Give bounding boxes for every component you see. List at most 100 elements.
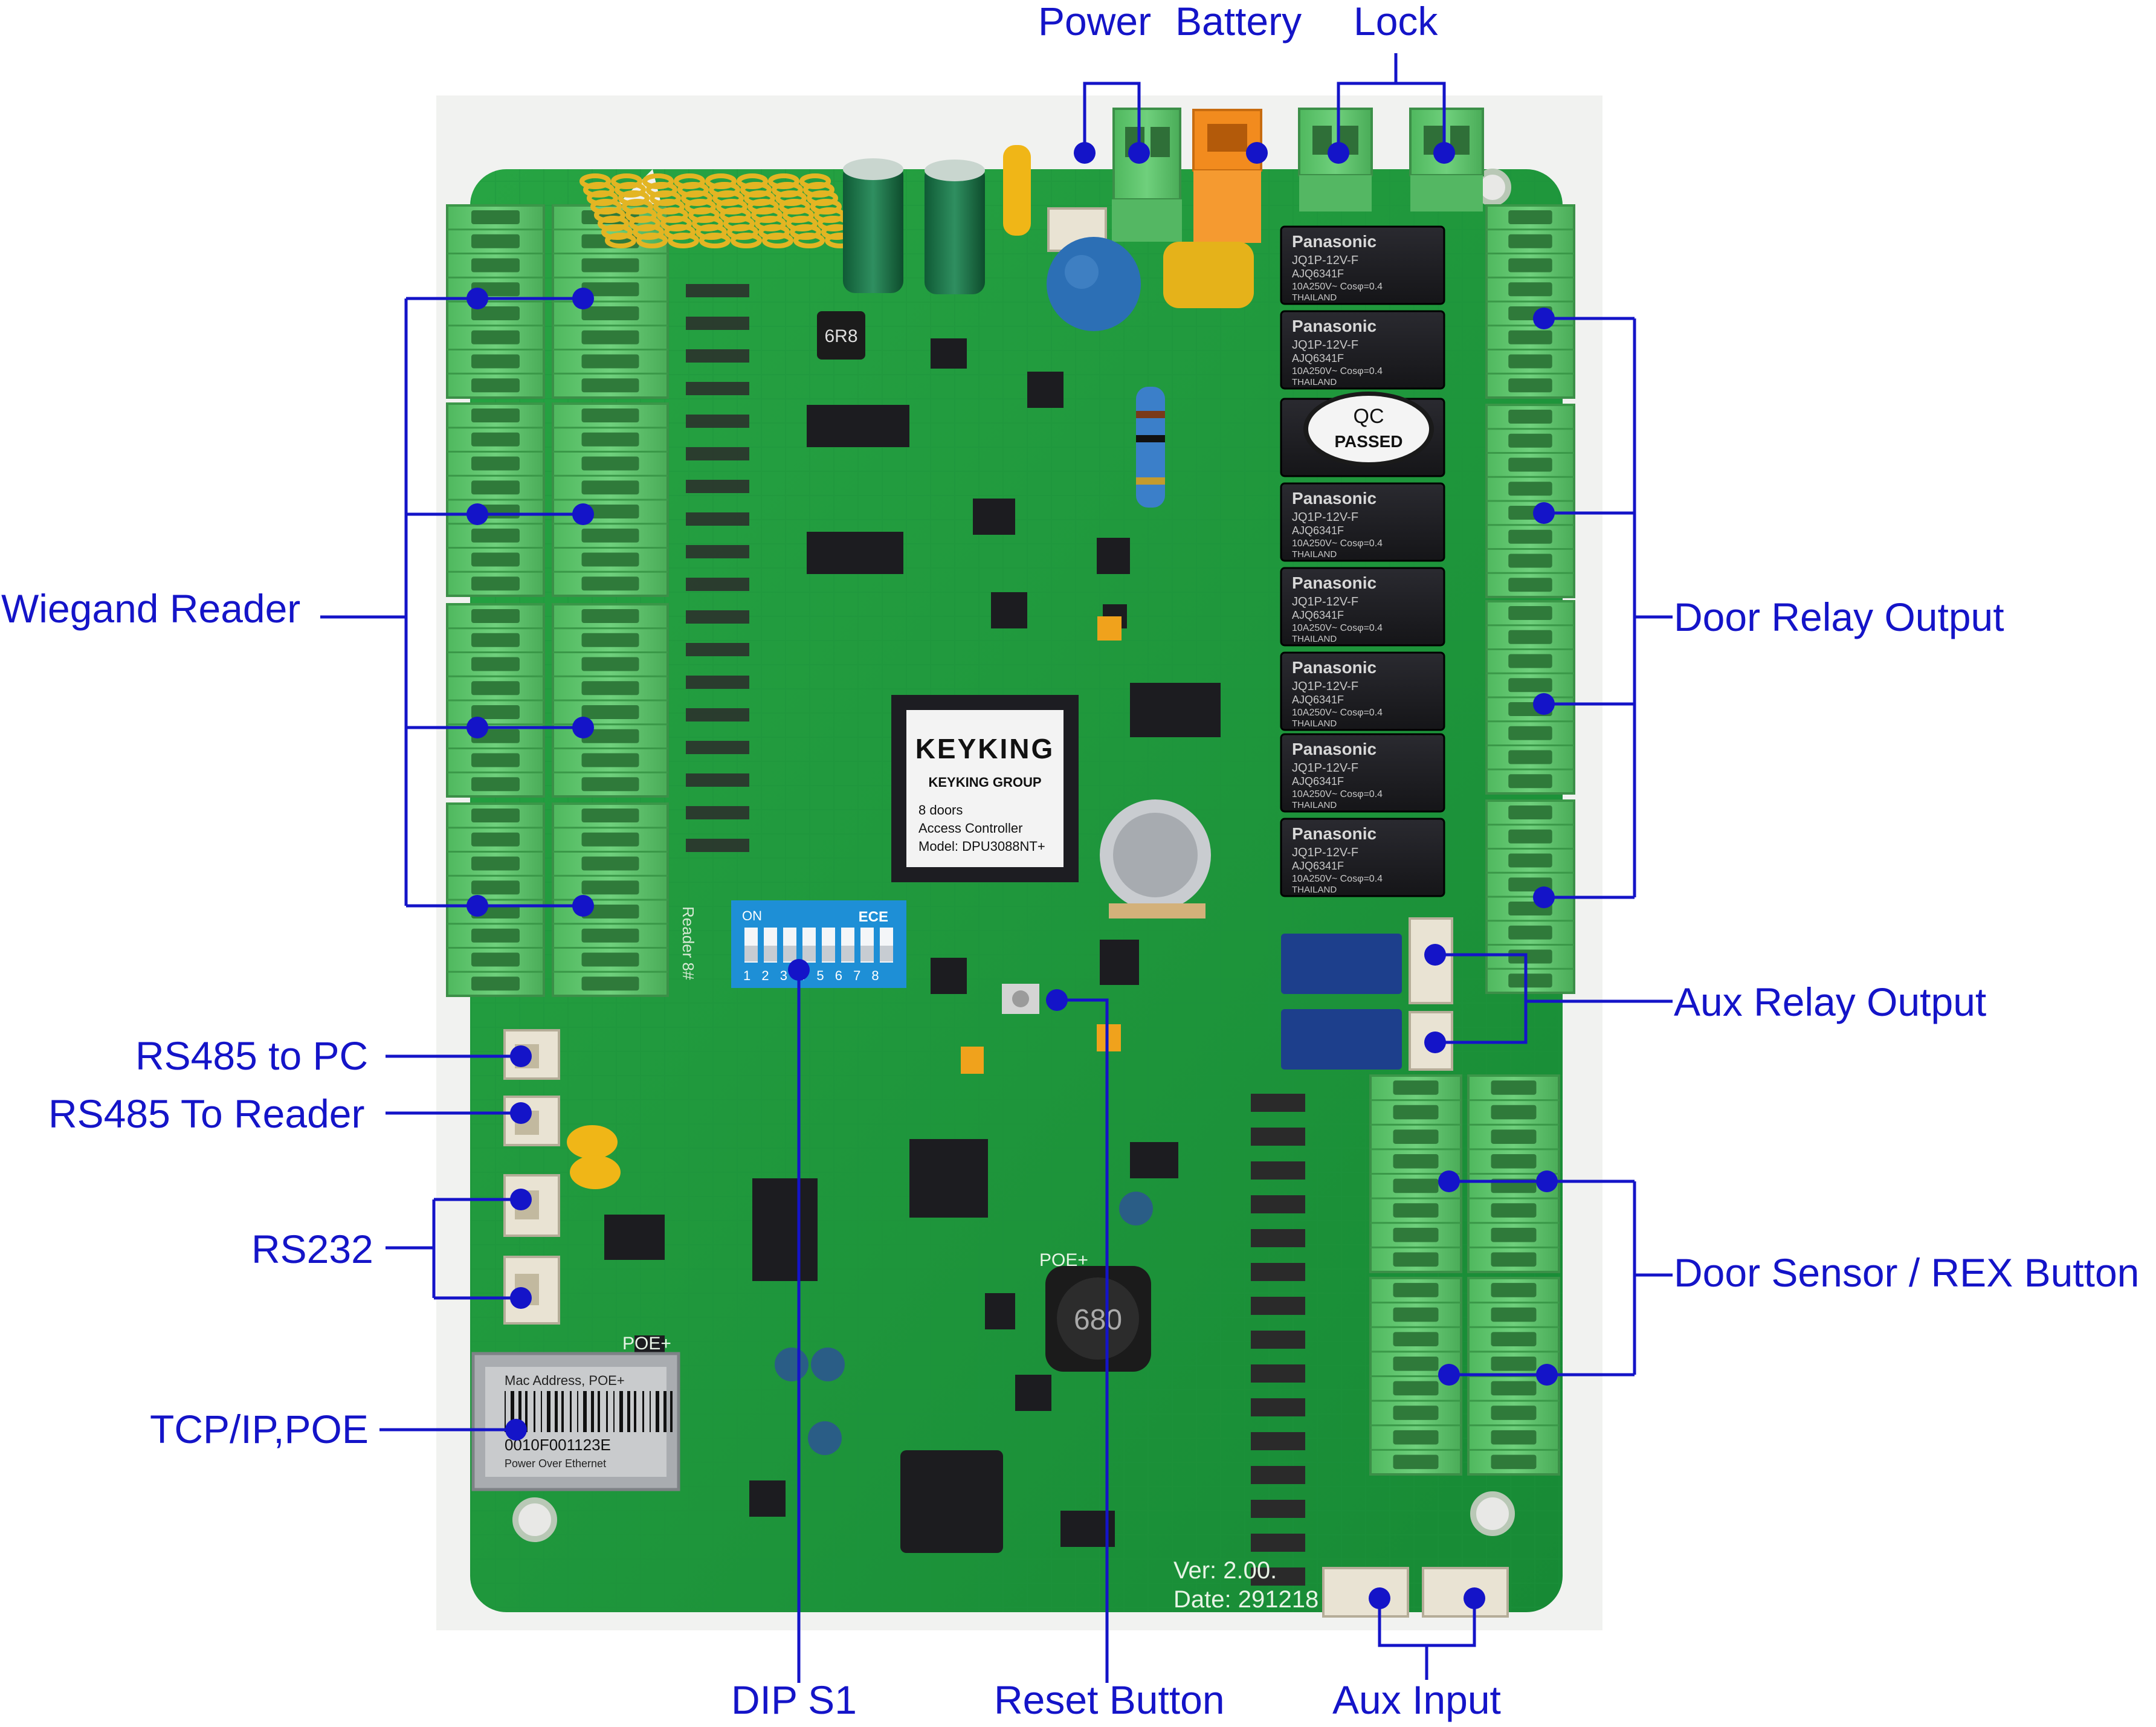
relay-part: JQ1P-12V-F [1292, 511, 1358, 524]
relay-terminal-1 [1485, 204, 1575, 399]
label-aux-input: Aux Input [1332, 1677, 1501, 1722]
relay-spec: 10A250V~ Cosφ=0.4 [1292, 623, 1383, 633]
relay-part2: AJQ6341F [1292, 860, 1344, 872]
relay-part2: AJQ6341F [1292, 775, 1344, 787]
dip-switch: ON ECE 1 2 3 4 5 6 7 8 [731, 900, 906, 988]
callout-dot [572, 717, 594, 738]
lock-connector-1 [1298, 108, 1373, 211]
callout-dot [1246, 142, 1268, 164]
main-mcu-chip: KEYKING KEYKING GROUP 8 doors Access Con… [891, 695, 1079, 882]
poe-transformer [900, 1450, 1003, 1553]
resistor-array-7 [686, 480, 749, 493]
resistor-array-9 [686, 545, 749, 558]
ic-8 [1130, 683, 1221, 737]
relay-origin: THAILAND [1292, 292, 1337, 303]
wiegand-terminal-left-1 [446, 204, 545, 399]
power-connector [1112, 108, 1182, 242]
aux-input-connector-1 [1322, 1567, 1409, 1618]
dip-slot-2 [764, 928, 777, 963]
relay-origin: THAILAND [1292, 377, 1337, 387]
poe-mark: POE+ [622, 1334, 671, 1354]
ic-11 [931, 958, 967, 994]
diode-7 [1251, 1297, 1305, 1315]
relay-spec: 10A250V~ Cosφ=0.4 [1292, 282, 1383, 292]
yellow-capacitor [1003, 145, 1031, 236]
chip-brand: KEYKING [915, 733, 1055, 764]
resistor-array-12 [686, 643, 749, 656]
barcode-bar [561, 1391, 564, 1432]
chip-desc: Access Controller [918, 821, 1022, 836]
label-aux-relay-output: Aux Relay Output [1674, 980, 1987, 1024]
power-inductor: 680 [1045, 1266, 1151, 1372]
relay-terminal-4 [1485, 799, 1575, 994]
relay-terminal-blocks [1485, 204, 1575, 994]
dip-numbers: 1 2 3 4 5 6 7 8 [743, 968, 883, 983]
dip-slot-7 [860, 928, 874, 963]
aux-relay-connector [1409, 917, 1453, 1071]
barcode-bar [606, 1391, 608, 1432]
relay-brand: Panasonic [1292, 317, 1377, 335]
barcode-bar [634, 1391, 636, 1432]
callout-dot [1533, 308, 1555, 329]
lock-line [1337, 82, 1446, 153]
spring-3 [642, 173, 699, 248]
qc-sticker: QC PASSED [1303, 392, 1434, 466]
relay-terminal-2 [1485, 404, 1575, 598]
barcode-bar [619, 1391, 623, 1432]
barcode-bar [547, 1391, 550, 1432]
version-silk: Ver: 2.00. [1173, 1557, 1277, 1584]
battery-connector [1192, 109, 1262, 243]
door-relay-bracket [1544, 317, 1673, 899]
callout-dot [1046, 989, 1068, 1011]
callout-dot [1536, 1364, 1558, 1386]
dip-slot-4 [802, 928, 816, 963]
barcode-bar [541, 1391, 542, 1432]
callout-dot [1536, 1170, 1558, 1192]
power-line [1083, 82, 1141, 153]
aux-relay-2 [1281, 1009, 1402, 1070]
qc-top: QC [1354, 405, 1384, 428]
resistor-array-4 [686, 382, 749, 395]
resistor-array-11 [686, 610, 749, 624]
tantalum-cap [1097, 616, 1122, 641]
poe-desc: Power Over Ethernet [505, 1457, 606, 1470]
ethernet-chip [775, 1139, 988, 1281]
rj45-jack: Mac Address, POE+ 0010F001123E Power Ove… [471, 1334, 680, 1491]
barcode-bar [577, 1391, 578, 1432]
barcode-bar [534, 1391, 535, 1432]
relay-part: JQ1P-12V-F [1292, 338, 1358, 352]
relay-origin: THAILAND [1292, 800, 1337, 810]
dip-slot-8 [880, 928, 893, 963]
barcode-bar [598, 1391, 600, 1432]
barcode-bar [583, 1391, 587, 1432]
relay-spec: 10A250V~ Cosφ=0.4 [1292, 366, 1383, 376]
callout-dot [572, 503, 594, 525]
yellow-capacitor-large [1163, 242, 1254, 308]
barcode-bar [518, 1391, 521, 1432]
relay-part2: AJQ6341F [1292, 525, 1344, 537]
resistor-array-6 [686, 447, 749, 460]
relay-brand: Panasonic [1292, 740, 1377, 758]
resistor [1136, 387, 1165, 508]
callout-dot [1533, 502, 1555, 524]
reset-switch [1002, 984, 1039, 1014]
small-cap-1 [775, 1348, 808, 1381]
aux-relay-bracket [1435, 953, 1673, 1044]
relay-part: JQ1P-12V-F [1292, 761, 1358, 775]
diode-8 [1251, 1331, 1305, 1349]
callout-dot [466, 503, 488, 525]
relay-origin: THAILAND [1292, 634, 1337, 644]
barcode-bar [627, 1391, 630, 1432]
label-rs485-reader: RS485 To Reader [48, 1091, 365, 1136]
resistor-array-17 [686, 806, 749, 819]
resistor-array-18 [686, 839, 749, 852]
diode-10 [1251, 1398, 1305, 1416]
spring-6 [737, 173, 793, 248]
spring-1 [579, 173, 636, 248]
